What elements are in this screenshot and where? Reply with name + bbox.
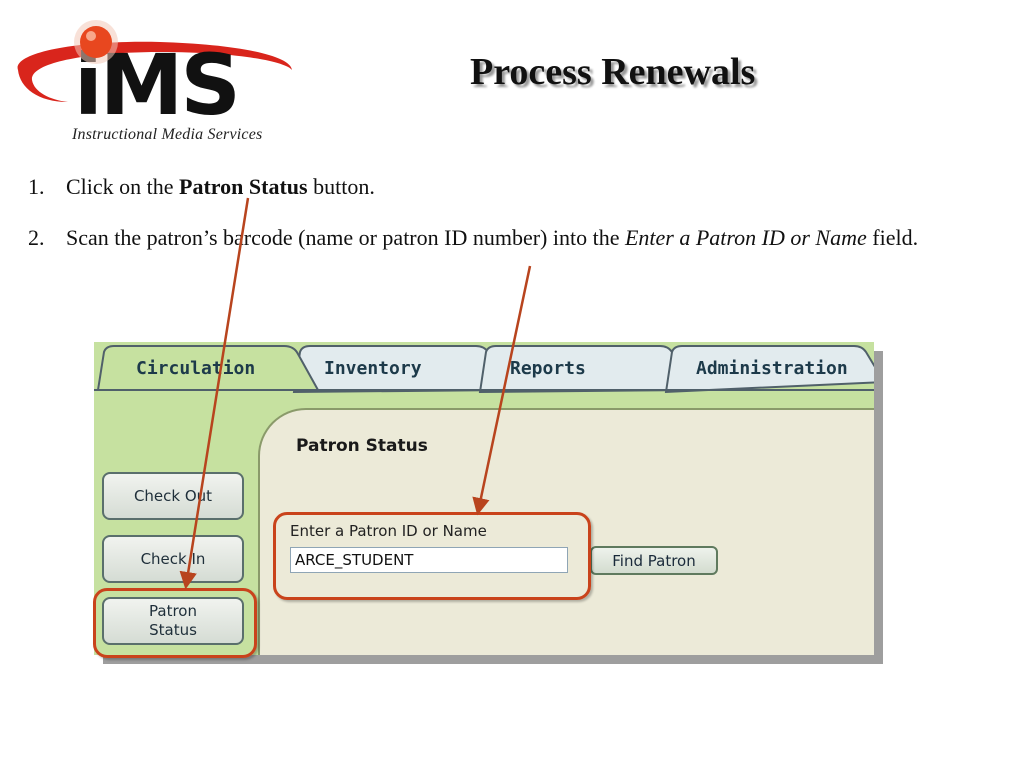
- step-text: Click on the: [66, 174, 180, 199]
- patron-id-label: Enter a Patron ID or Name: [290, 522, 487, 540]
- tab-strip: [94, 345, 874, 394]
- find-patron-button[interactable]: Find Patron: [590, 546, 718, 575]
- step-field-name: Enter a Patron ID or Name: [624, 225, 867, 250]
- step-text: Scan the patron’s barcode (name or patro…: [66, 225, 625, 250]
- tab-inventory[interactable]: Inventory: [324, 358, 422, 379]
- step-text: button.: [307, 174, 375, 199]
- step-text: field.: [866, 225, 919, 250]
- patron-status-content: Patron Status Enter a Patron ID or Name …: [258, 408, 874, 655]
- patron-id-input[interactable]: [290, 547, 568, 573]
- step-emphasis: Patron Status: [179, 174, 308, 199]
- ims-logo: iMS Instructional Media Services: [10, 12, 300, 147]
- tab-reports[interactable]: Reports: [510, 358, 586, 379]
- step-number: 1.: [28, 174, 45, 199]
- tab-administration[interactable]: Administration: [696, 358, 848, 379]
- content-title: Patron Status: [296, 436, 428, 456]
- step-number: 2.: [28, 225, 45, 250]
- tab-circulation[interactable]: Circulation: [136, 358, 256, 379]
- ims-logo-graphic: iMS: [17, 20, 293, 122]
- check-out-button[interactable]: Check Out: [102, 472, 244, 520]
- patron-status-label-line2: Status: [149, 621, 197, 639]
- page-title: Process Renewals: [470, 51, 756, 93]
- patron-status-label-line1: Patron: [149, 602, 197, 620]
- app-panel: Circulation Inventory Reports Administra…: [94, 342, 874, 655]
- instruction-step-2: 2. Scan the patron’s barcode (name or pa…: [28, 221, 988, 254]
- logo-subtitle: Instructional Media Services: [72, 126, 263, 143]
- instruction-step-1: 1. Click on the Patron Status button.: [28, 170, 988, 203]
- check-in-button[interactable]: Check In: [102, 535, 244, 583]
- instruction-list: 1. Click on the Patron Status button. 2.…: [28, 170, 988, 272]
- patron-status-button[interactable]: Patron Status: [102, 597, 244, 645]
